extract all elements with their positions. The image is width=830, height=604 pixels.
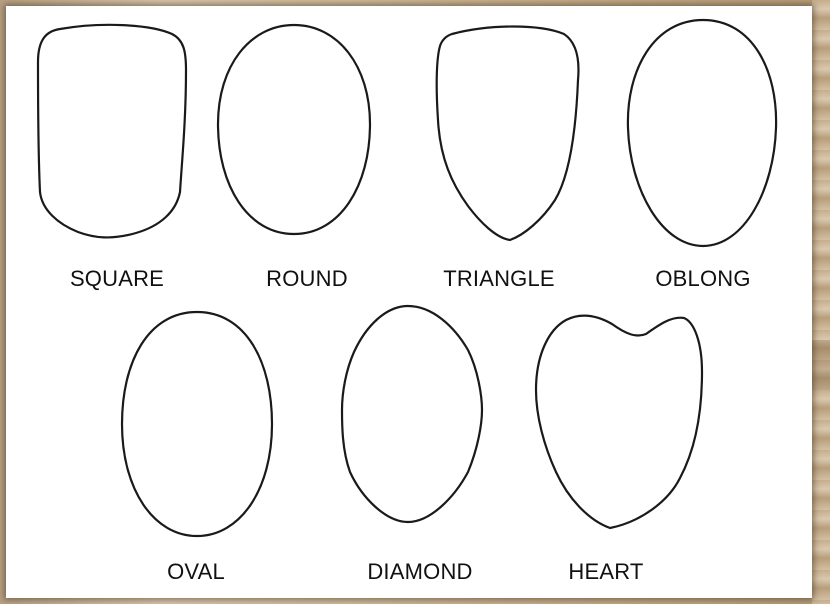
oblong-face-shape bbox=[628, 20, 776, 246]
heart-face-shape bbox=[536, 316, 702, 528]
triangle-face-shape bbox=[437, 27, 579, 241]
square-face-shape bbox=[38, 25, 186, 238]
round-label: ROUND bbox=[227, 266, 387, 292]
heart-label: HEART bbox=[526, 559, 686, 585]
oblong-label: OBLONG bbox=[623, 266, 783, 292]
oval-face-shape bbox=[122, 312, 272, 536]
triangle-label: TRIANGLE bbox=[419, 266, 579, 292]
diamond-label: DIAMOND bbox=[340, 559, 500, 585]
round-face-shape bbox=[218, 25, 370, 234]
oval-label: OVAL bbox=[116, 559, 276, 585]
square-label: SQUARE bbox=[37, 266, 197, 292]
diamond-face-shape bbox=[342, 306, 482, 522]
